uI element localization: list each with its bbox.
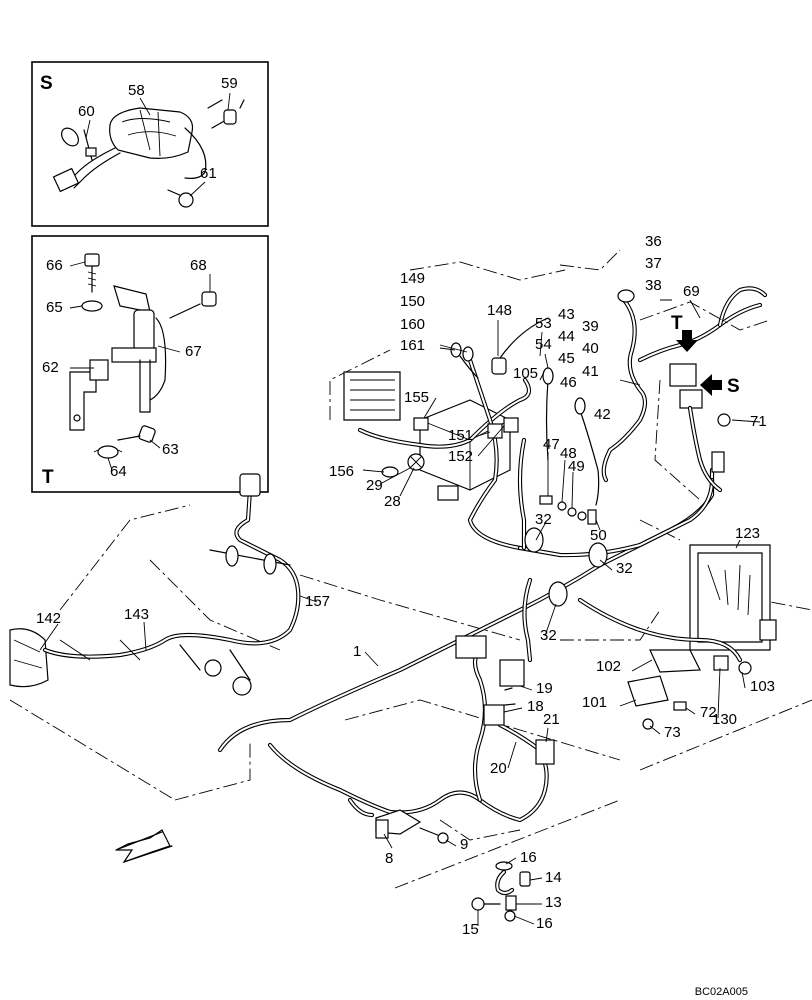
drawing-code: BC02A005	[695, 986, 748, 998]
part-number-label: 49	[568, 458, 585, 475]
part-number-label: 160	[400, 316, 425, 333]
part-number-label: 103	[750, 678, 775, 695]
part-number-label: 38	[645, 277, 662, 294]
part-number-label: 53	[535, 315, 552, 332]
part-number-label: 9	[460, 836, 468, 853]
part-number-label: 46	[560, 374, 577, 391]
leader-lines	[39, 92, 761, 926]
part-number-label: 50	[590, 527, 607, 544]
part-number-label: 54	[535, 336, 552, 353]
part-number-label: 150	[400, 293, 425, 310]
part-number-label: 13	[545, 894, 562, 911]
part-number-label: 28	[384, 493, 401, 510]
part-number-label: 32	[616, 560, 633, 577]
view-letter-label: S	[40, 73, 53, 94]
part-number-label: 62	[42, 359, 59, 376]
part-number-label: 61	[200, 165, 217, 182]
part-number-label: 20	[490, 760, 507, 777]
inset-t-detail	[31, 235, 269, 493]
part-number-label: 148	[487, 302, 512, 319]
part-number-label: 43	[558, 306, 575, 323]
part-number-label: 143	[124, 606, 149, 623]
part-number-label: 41	[582, 363, 599, 380]
part-number-label: 68	[190, 257, 207, 274]
part-number-label: 161	[400, 337, 425, 354]
part-number-label: 48	[560, 445, 577, 462]
part-number-label: 67	[185, 343, 202, 360]
inset-s-detail	[31, 61, 269, 227]
part-number-label: 73	[664, 724, 681, 741]
part-number-label: 21	[543, 711, 560, 728]
part-number-label: 18	[527, 698, 544, 715]
part-number-label: 39	[582, 318, 599, 335]
controller-assembly	[577, 544, 777, 730]
part-number-label: 157	[305, 593, 330, 610]
part-number-label: 1	[353, 643, 361, 660]
part-number-label: 155	[404, 389, 429, 406]
part-number-label: 60	[78, 103, 95, 120]
part-number-label: 16	[520, 849, 537, 866]
part-number-label: 101	[582, 694, 607, 711]
main-harness	[217, 467, 715, 844]
part-number-label: 130	[712, 711, 737, 728]
part-number-label: 36	[645, 233, 662, 250]
part-number-label: 29	[366, 477, 383, 494]
part-number-label: 37	[645, 255, 662, 272]
part-number-label: 45	[558, 350, 575, 367]
part-number-label: 102	[596, 658, 621, 675]
view-letter-label: T	[671, 313, 683, 334]
left-harness	[9, 473, 301, 696]
part-number-label: 152	[448, 448, 473, 465]
part-number-label: 59	[221, 75, 238, 92]
part-number-label: 40	[582, 340, 599, 357]
part-number-label: 142	[36, 610, 61, 627]
bottom-fasteners	[471, 861, 531, 922]
part-number-label: 66	[46, 257, 63, 274]
part-number-label: 72	[700, 704, 717, 721]
part-number-label: 149	[400, 270, 425, 287]
view-letter-label: S	[727, 376, 740, 397]
part-number-label: 64	[110, 463, 127, 480]
part-number-label: 44	[558, 328, 575, 345]
part-number-label: 123	[735, 525, 760, 542]
upper-assembly	[343, 286, 771, 663]
part-number-label: 151	[448, 427, 473, 444]
part-number-label: 16	[536, 915, 553, 932]
part-number-label: 58	[128, 82, 145, 99]
part-number-label: 63	[162, 441, 179, 458]
part-number-label: 65	[46, 299, 63, 316]
part-number-label: 15	[462, 921, 479, 938]
part-number-label: 8	[385, 850, 393, 867]
part-number-label: 42	[594, 406, 611, 423]
part-number-label: 14	[545, 869, 562, 886]
part-number-label: 32	[540, 627, 557, 644]
part-number-label: 32	[535, 511, 552, 528]
part-number-label: 19	[536, 680, 553, 697]
part-number-label: 156	[329, 463, 354, 480]
part-number-label: 105	[513, 365, 538, 382]
part-number-label: 47	[543, 436, 560, 453]
part-number-label: 69	[683, 283, 700, 300]
part-number-label: 71	[750, 413, 767, 430]
direction-arrow	[115, 829, 173, 864]
view-letter-label: T	[42, 467, 54, 488]
